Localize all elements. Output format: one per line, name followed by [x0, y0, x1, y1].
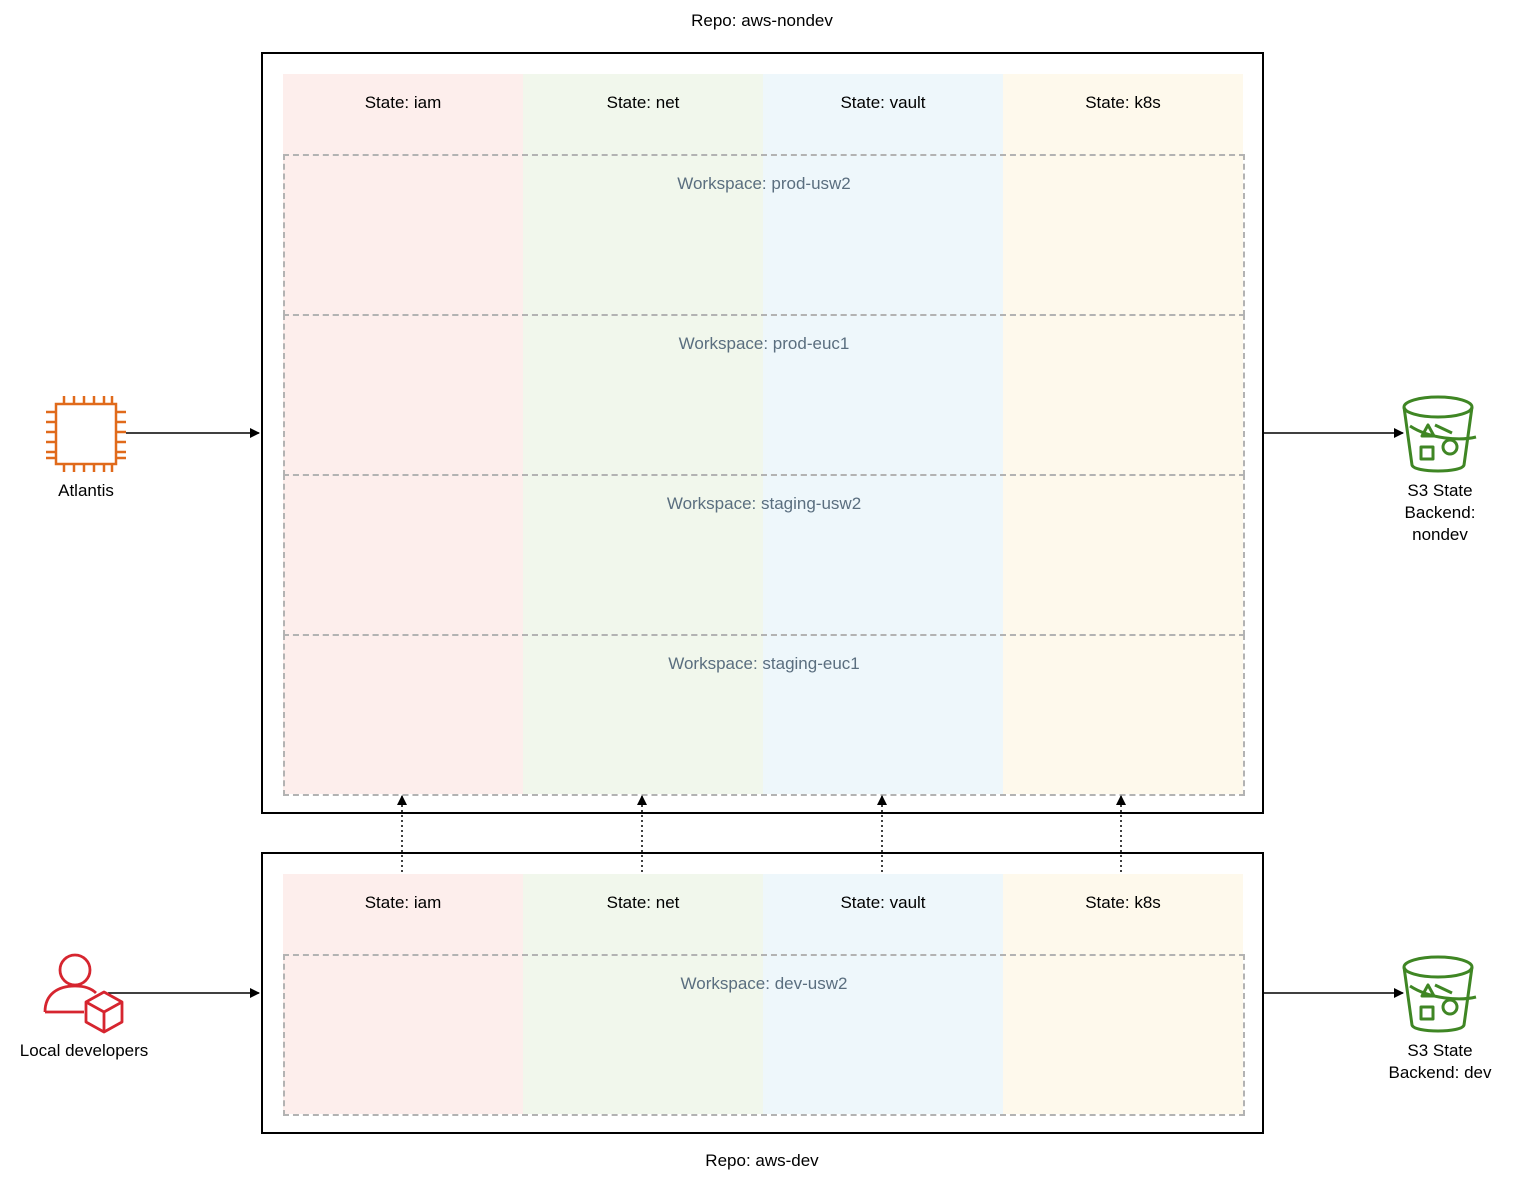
label-line: Backend: dev: [1388, 1063, 1492, 1082]
local-developers-label: Local developers: [19, 1041, 149, 1060]
repo-label-dev: Repo: aws-dev: [705, 1151, 819, 1170]
s3-backend-nondev-label: S3 State Backend: nondev: [1370, 480, 1510, 546]
state-label-net: State: net: [606, 93, 680, 112]
state-label-k8s: State: k8s: [1085, 893, 1161, 912]
state-label-vault: State: vault: [840, 93, 926, 112]
s3-bucket-icon: [1402, 955, 1477, 1033]
state-column-k8s: [1003, 74, 1243, 794]
state-column-vault: [763, 74, 1003, 794]
workspace-dev-usw2: Workspace: dev-usw2: [283, 954, 1245, 1116]
atlantis-label: Atlantis: [58, 481, 114, 500]
s3-bucket-icon: [1402, 395, 1477, 473]
label-line: Backend:: [1404, 503, 1476, 522]
state-label-iam: State: iam: [364, 93, 442, 112]
workspace-staging-euc1: Workspace: staging-euc1: [283, 634, 1245, 796]
workspace-label: Workspace: staging-usw2: [666, 494, 862, 513]
workspace-label: Workspace: dev-usw2: [680, 974, 848, 993]
state-column-net: [523, 874, 763, 1114]
state-label-iam: State: iam: [364, 893, 442, 912]
state-column-iam: [283, 874, 523, 1114]
repo-label-nondev: Repo: aws-nondev: [691, 11, 833, 30]
state-column-k8s: [1003, 874, 1243, 1114]
state-label-k8s: State: k8s: [1085, 93, 1161, 112]
developer-user-icon: [43, 953, 124, 1034]
workspace-label: Workspace: staging-euc1: [668, 654, 860, 673]
state-label-vault: State: vault: [840, 893, 926, 912]
state-column-net: [523, 74, 763, 794]
label-line: S3 State: [1407, 1041, 1473, 1060]
label-line: S3 State: [1407, 481, 1473, 500]
label-line: nondev: [1412, 525, 1468, 544]
repo-box-nondev: State: iam State: net State: vault State…: [261, 52, 1264, 814]
repo-box-dev: State: iam State: net State: vault State…: [261, 852, 1264, 1134]
ec2-instance-icon: [46, 396, 126, 472]
s3-backend-dev-label: S3 State Backend: dev: [1370, 1040, 1510, 1084]
workspace-label: Workspace: prod-euc1: [678, 334, 850, 353]
state-column-vault: [763, 874, 1003, 1114]
state-label-net: State: net: [606, 893, 680, 912]
state-column-iam: [283, 74, 523, 794]
workspace-label: Workspace: prod-usw2: [677, 174, 851, 193]
